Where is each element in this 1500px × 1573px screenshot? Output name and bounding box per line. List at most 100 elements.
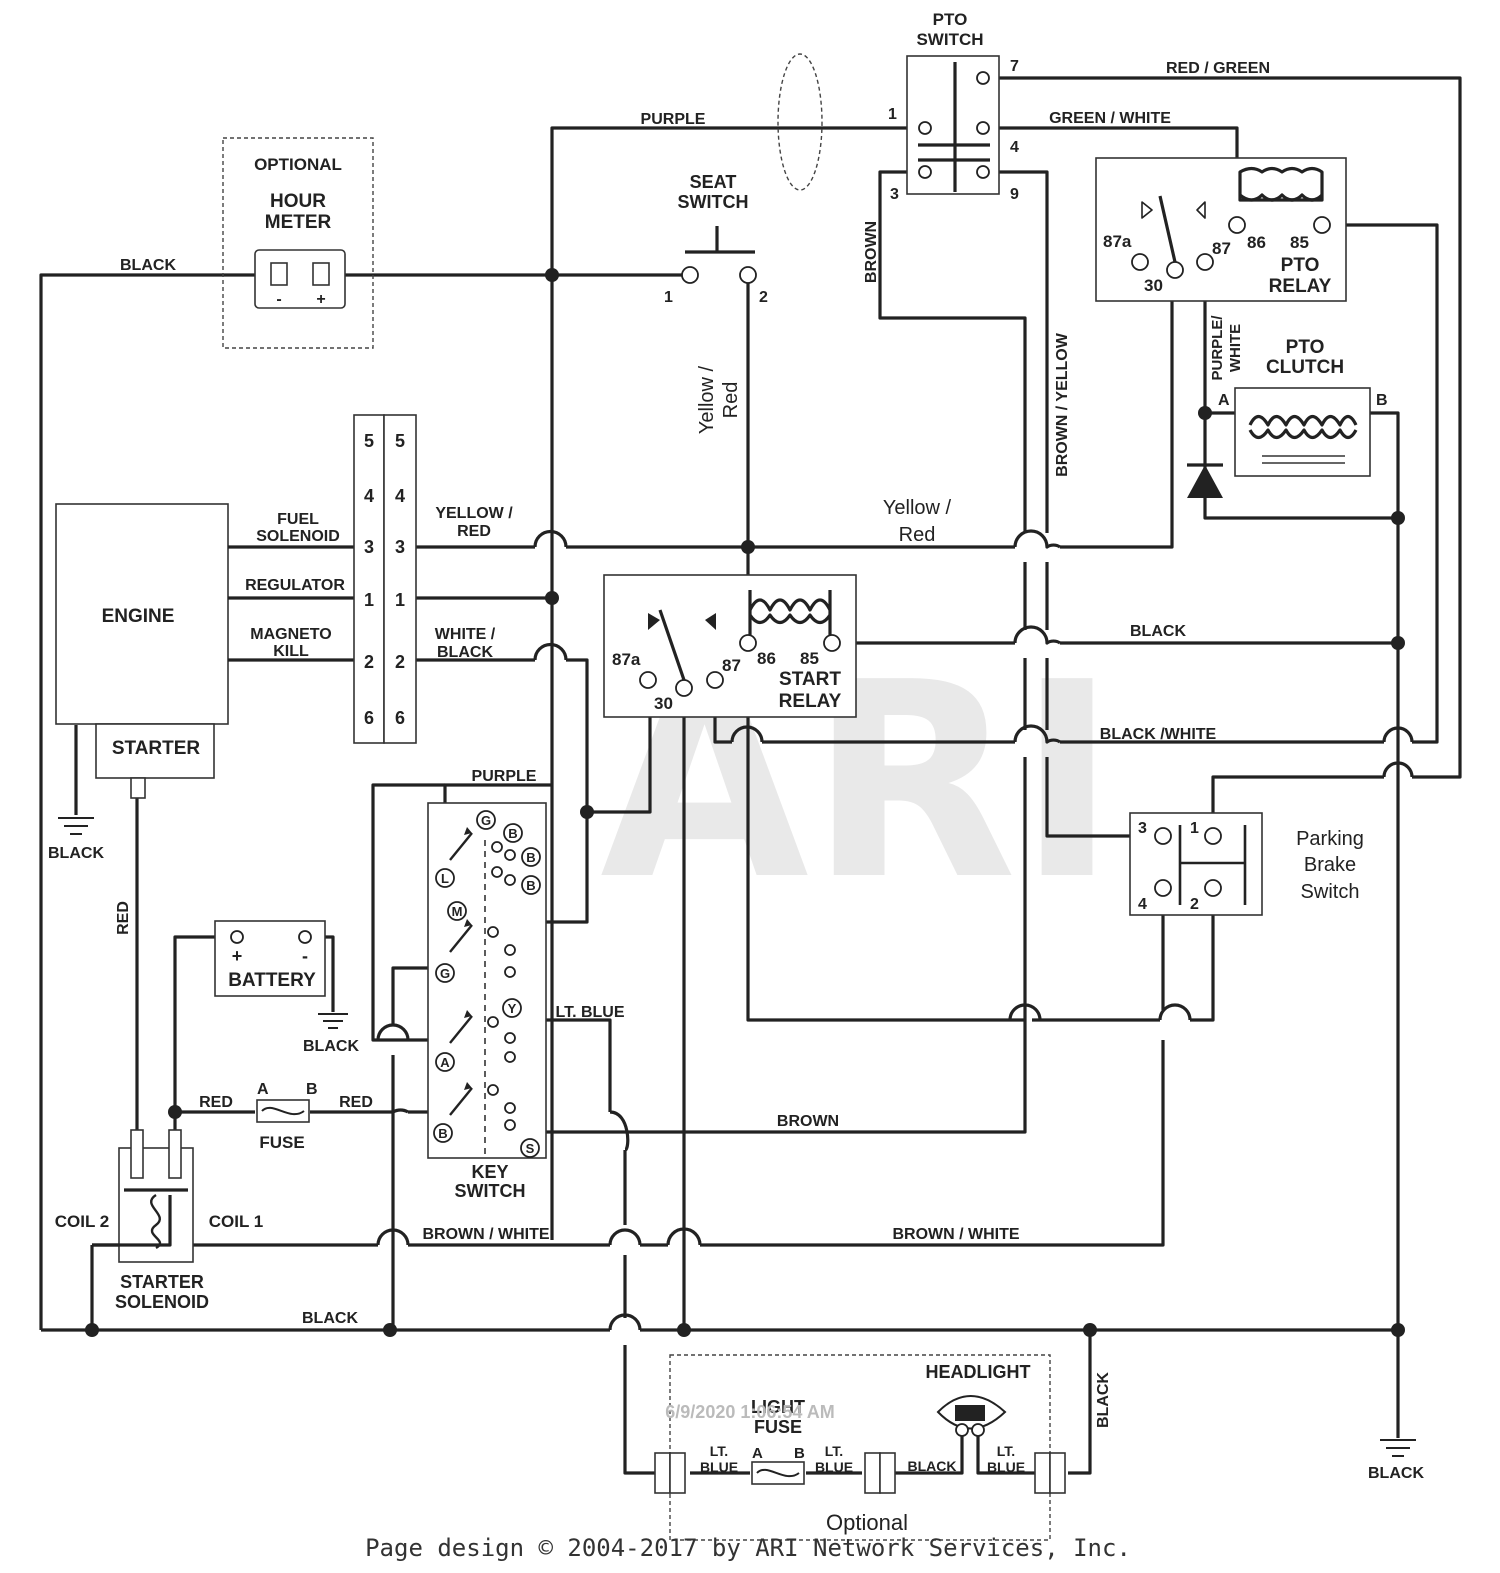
key-contact-arrow <box>464 827 472 835</box>
label-black-vert-right: BLACK <box>1095 1372 1112 1428</box>
key-contact <box>504 1051 516 1063</box>
key-terminal-g-0 <box>476 810 496 830</box>
light-fuse-a: A <box>752 1445 763 1462</box>
pto-pin-3: 3 <box>890 186 899 203</box>
key-contact <box>491 841 503 853</box>
key-terminal-b-2 <box>521 847 541 867</box>
junctions <box>85 268 1405 1337</box>
key-terminal-letter: L <box>441 871 449 886</box>
pto-pin-1: 1 <box>888 106 897 123</box>
pto-pin-4: 4 <box>1010 139 1019 156</box>
connector-pin-3-left: 3 <box>364 537 374 557</box>
regulator-label: REGULATOR <box>245 577 345 594</box>
label-white-black: WHITE /BLACK <box>435 626 496 661</box>
seat-pin-1: 1 <box>664 289 673 306</box>
key-terminal-m-5 <box>447 901 467 921</box>
start-relay-85: 85 <box>800 649 819 668</box>
label-brown-white-right: BROWN / WHITE <box>892 1226 1019 1243</box>
start-relay-86: 86 <box>757 649 776 668</box>
wires <box>39 62 1462 1475</box>
key-contact <box>504 944 516 956</box>
light-fuse-b: B <box>794 1445 805 1462</box>
key-contact <box>504 1102 516 1114</box>
key-terminal-s-10 <box>520 1138 540 1158</box>
connector-pin-6-right: 6 <box>395 708 405 728</box>
label-purple-key: PURPLE <box>472 768 537 785</box>
connector-pin-4-right: 4 <box>395 486 405 506</box>
fuse-title: FUSE <box>259 1133 304 1152</box>
connector-pin-5-right: 5 <box>395 431 405 451</box>
connector-pin-2-right: 2 <box>395 652 405 672</box>
key-contact-arrow <box>464 919 472 927</box>
label-red-vert: RED <box>115 901 132 935</box>
label-hl-lt-blue3: LT.BLUE <box>987 1443 1025 1475</box>
label-black-bottom: BLACK <box>302 1310 358 1327</box>
key-contact <box>487 1084 499 1096</box>
start-relay-87a: 87a <box>612 650 641 669</box>
label-brown-white-left: BROWN / WHITE <box>422 1226 549 1243</box>
key-contact <box>487 1016 499 1028</box>
connector-pin-3-right: 3 <box>395 537 405 557</box>
battery-title: BATTERY <box>228 970 316 991</box>
battery-plus: + <box>232 946 243 966</box>
key-contact-arrow <box>464 1082 472 1090</box>
wire-labels: RED / GREEN PURPLE GREEN / WHITE BLACK B… <box>48 60 1424 1482</box>
key-terminal-letter: B <box>526 878 535 893</box>
pto-relay-30: 30 <box>1144 276 1163 295</box>
key-contact-arm <box>449 832 473 861</box>
label-hl-lt-blue2: LT.BLUE <box>815 1443 853 1475</box>
pb-pin-2: 2 <box>1190 896 1199 913</box>
label-purple-white: PURPLE/WHITE <box>1209 315 1244 381</box>
key-contact-arm <box>449 924 473 953</box>
key-terminal-letter: A <box>440 1055 450 1070</box>
key-terminal-letter: B <box>508 826 517 841</box>
key-contact <box>504 1032 516 1044</box>
starter-label: STARTER <box>112 738 201 759</box>
pto-clutch-b: B <box>1376 392 1388 409</box>
pto-relay-86: 86 <box>1247 233 1266 252</box>
pto-clutch-a: A <box>1218 392 1230 409</box>
timestamp: 6/9/2020 1:06:54 AM <box>665 1402 834 1422</box>
label-red-a: RED <box>199 1094 233 1111</box>
headlight-title: HEADLIGHT <box>926 1362 1031 1382</box>
label-hl-black: BLACK <box>908 1458 957 1474</box>
label-brown-yellow: BROWN / YELLOW <box>1054 332 1071 477</box>
connector-pin-1-right: 1 <box>395 590 405 610</box>
ground-symbols <box>58 817 1416 1457</box>
key-terminal-letter: B <box>438 1126 447 1141</box>
connector-pin-6-left: 6 <box>364 708 374 728</box>
label-brown-key: BROWN <box>777 1113 839 1130</box>
hour-meter-plus: + <box>316 291 325 308</box>
starter-solenoid-coil2: COIL 2 <box>55 1212 109 1231</box>
key-terminal-letter: Y <box>508 1001 517 1016</box>
pto-pin-9: 9 <box>1010 186 1019 203</box>
starter-solenoid-coil1: COIL 1 <box>209 1212 263 1231</box>
key-contact <box>504 874 516 886</box>
key-terminal-letter: M <box>452 904 463 919</box>
key-terminal-y-7 <box>502 998 522 1018</box>
key-terminal-b-3 <box>521 875 541 895</box>
pto-relay-87a: 87a <box>1103 232 1132 251</box>
key-terminal-b-1 <box>503 823 523 843</box>
label-brown-vert: BROWN <box>863 221 880 283</box>
key-terminal-letter: G <box>440 966 450 981</box>
label-red-green: RED / GREEN <box>1166 60 1270 77</box>
label-lt-blue: LT. BLUE <box>555 1004 624 1021</box>
copyright-footer: Page design © 2004-2017 by ARI Network S… <box>365 1534 1131 1562</box>
key-contact-arrow <box>464 1010 472 1018</box>
hour-meter-optional: OPTIONAL <box>254 155 342 174</box>
key-contact <box>487 926 499 938</box>
